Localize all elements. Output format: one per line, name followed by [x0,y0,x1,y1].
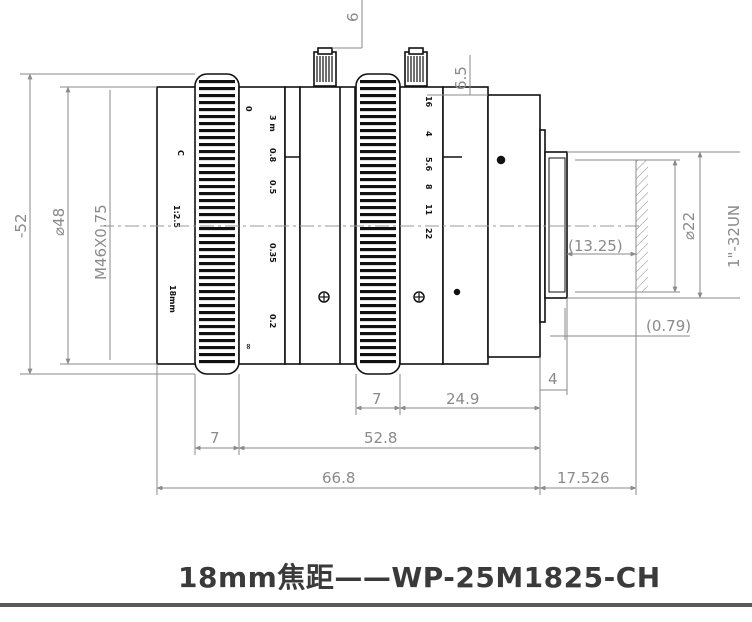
iris-screw-knurling [407,56,424,82]
iris-ring [355,73,401,375]
dim-iris-ring-width: 7 [372,390,382,408]
focus-label: 18mm [168,285,177,313]
aperture-mark: 5.6 [424,157,433,172]
aperture-mark: 16 [424,96,433,108]
dim-body-diameter: ⌀48 [50,208,68,236]
dim-screw-offset: 6.5 [452,66,470,90]
aperture-mark: 4 [424,131,433,137]
dim-flange-distance: 17.526 [557,469,610,487]
focus-ring [194,73,240,375]
focus-scale-mark: 0.5 [268,180,277,195]
dim-rear-length: 24.9 [446,390,479,408]
dim-back-focus: (13.25) [568,237,623,255]
focus-label: 1:2.5 [172,205,181,228]
aperture-mark: 11 [424,204,433,216]
screw-symbol-icon [318,291,330,303]
focus-scale-mark: 3 m [268,115,277,132]
focus-scale-mark: 0.35 [268,243,277,263]
dim-mount-length: 4 [548,370,558,388]
focus-screw-knurling [316,56,333,82]
focus-scale-mark: 0.2 [268,314,277,328]
sensor-plane [636,160,648,292]
focus-label: C [176,150,185,156]
dim-mount-diameter: ⌀22 [680,212,698,240]
product-caption: 18mm焦距——WP-25M1825-CH [178,561,661,594]
focus-scale-mark: ∞ [244,343,253,350]
iris-ring-knurling [360,80,396,364]
dim-filter-thread: M46X0.75 [92,204,110,280]
dim-screw-head: 6 [344,12,362,22]
dim-mount-thread: 1"-32UN [725,205,743,268]
dim-body-length: 52.8 [364,429,397,447]
focus-scale-mark: 0.8 [268,148,277,163]
aperture-mark: 22 [424,228,433,239]
aperture-mark: 8 [424,184,433,190]
screw-symbol-icon [413,291,425,303]
dim-outer-diameter: -52 [12,214,30,239]
dim-total-length: 66.8 [322,469,355,487]
dim-flange-gap: (0.79) [646,317,691,335]
focus-ring-knurling [199,80,235,364]
focus-scale-mark: 0 [244,106,253,112]
dim-focus-ring-width: 7 [210,429,220,447]
bottom-rule [0,603,752,607]
